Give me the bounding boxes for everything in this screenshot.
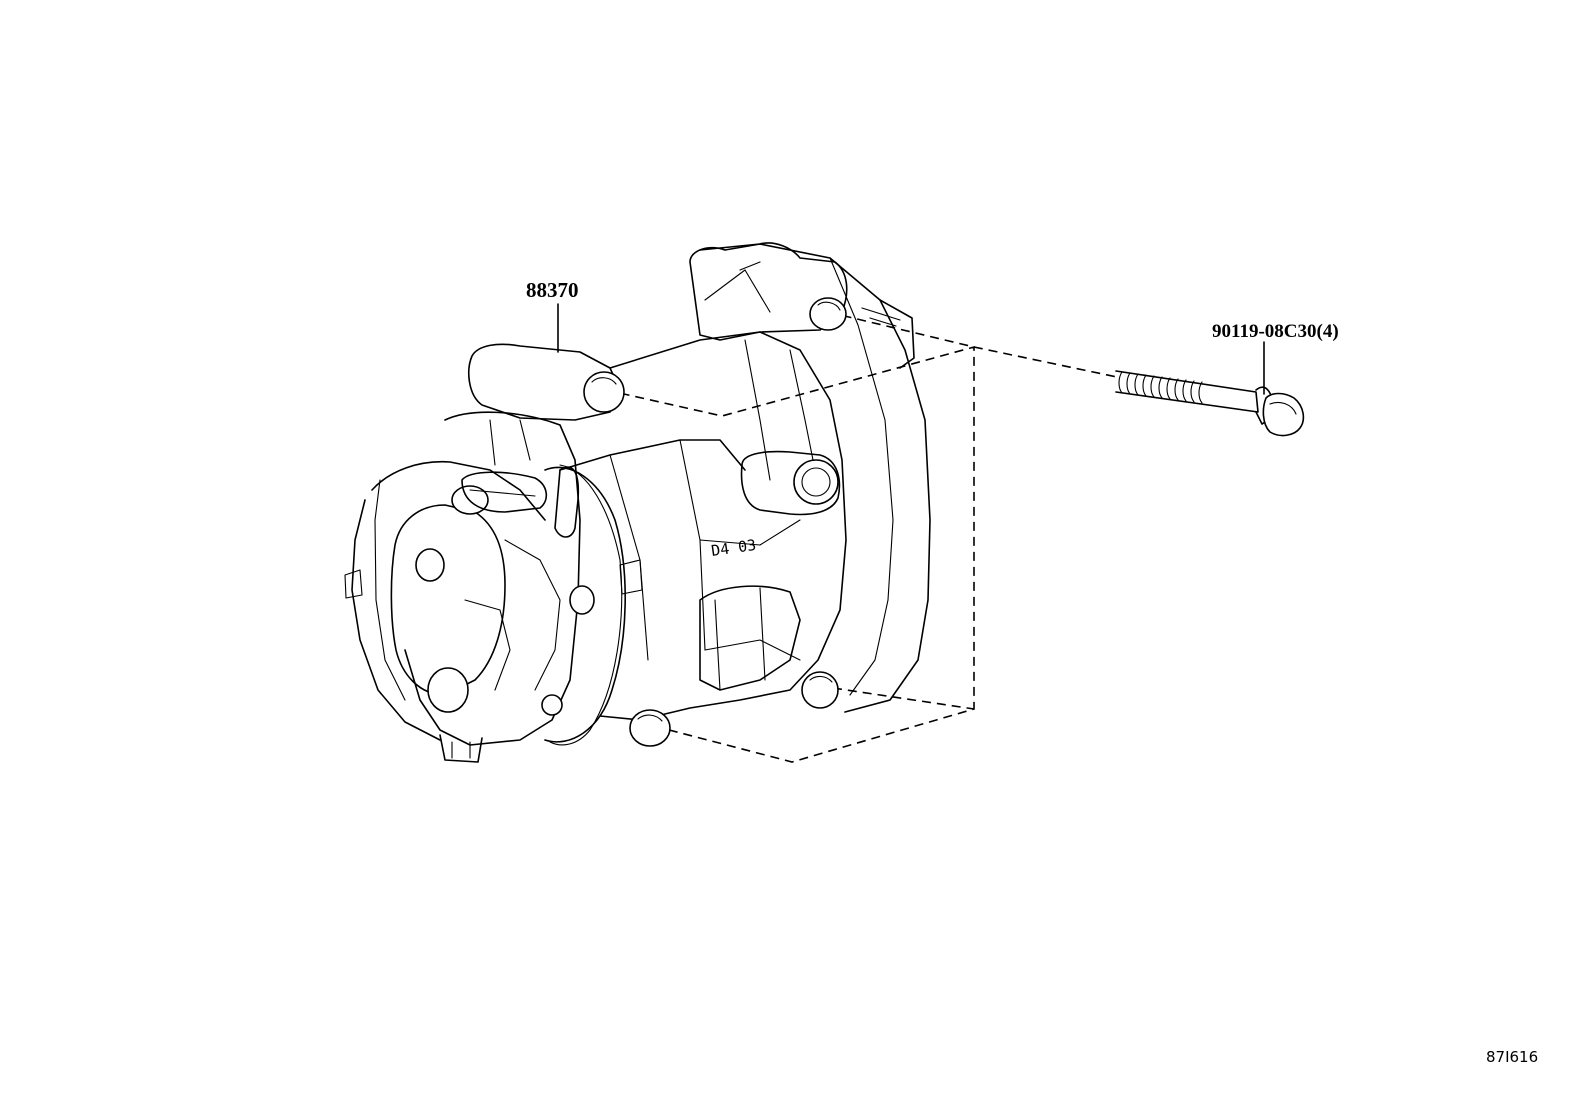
installation-guide-lines — [605, 311, 1118, 763]
compressor-assembly — [344, 242, 931, 763]
bolt — [1115, 370, 1305, 437]
body-marking: D4 03 — [710, 536, 757, 560]
leader-lines — [557, 303, 1265, 395]
compressor-part-number[interactable]: 88370 — [526, 278, 579, 302]
bolt-part-number[interactable]: 90119-08C30(4) — [1212, 321, 1339, 342]
figure-code: 87I616 — [1486, 1048, 1539, 1066]
